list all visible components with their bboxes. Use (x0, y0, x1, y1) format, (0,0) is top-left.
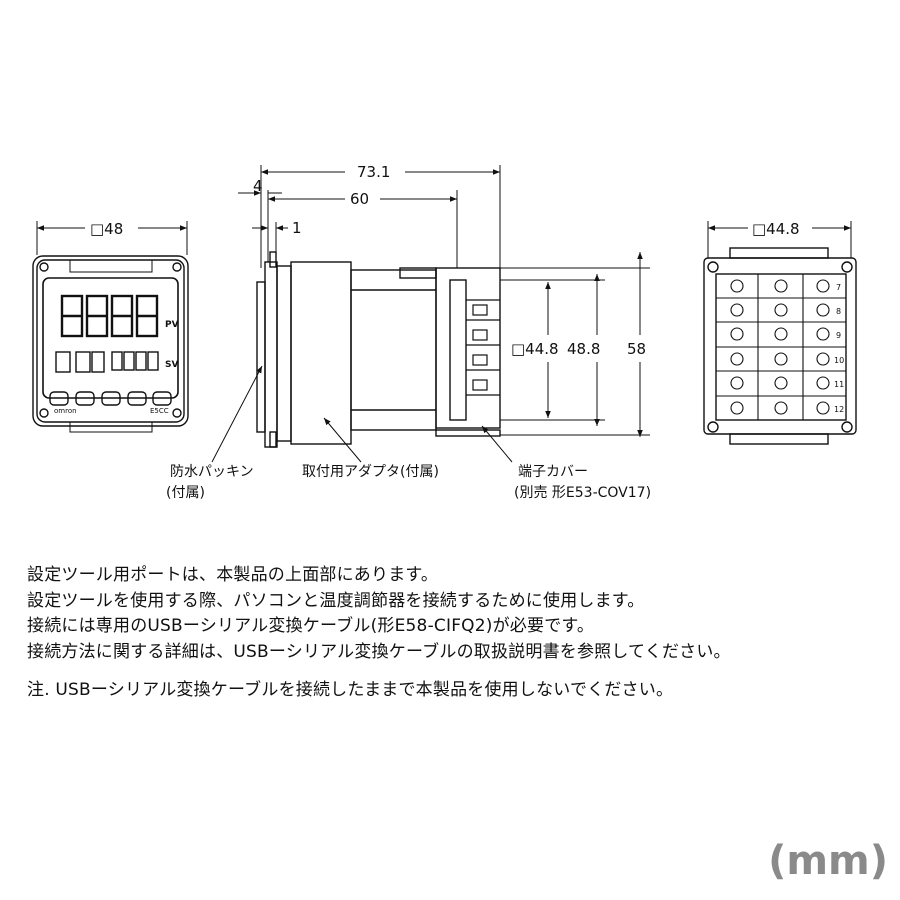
caution-note: 注. USBーシリアル変換ケーブルを接続したままで本製品を使用しないでください。 (27, 680, 674, 700)
note-line: 設定ツール用ポートは、本製品の上面部にあります。 (27, 565, 439, 585)
terminal-number: 11 (834, 380, 844, 389)
panel-dim: 1 (292, 219, 302, 237)
brand-label: omron (54, 407, 77, 415)
side-view (211, 165, 650, 463)
note-line: 接続には専用のUSBーシリアル変換ケーブル(形E58-CIFQ2)が必要です。 (27, 616, 595, 636)
terminal-numbers: 7 8 9 10 11 12 (834, 283, 844, 414)
terminal-number: 10 (834, 356, 844, 365)
pv-label: PV (165, 320, 179, 330)
gasket-callout-2: (付属) (166, 485, 205, 501)
mid-height-dim: 48.8 (567, 340, 600, 358)
body-depth-dim: 60 (350, 190, 369, 208)
terminal-number: 7 (836, 283, 841, 292)
total-height-dim: 58 (627, 340, 646, 358)
note-line: 設定ツールを使用する際、パソコンと温度調節器を接続するために使用します。 (27, 590, 645, 611)
model-label: E5CC (150, 407, 169, 415)
rear-view (703, 221, 857, 445)
inner-height-dim: □44.8 (511, 340, 559, 358)
rear-width-dim: □44.8 (752, 220, 800, 238)
terminal-number: 8 (836, 307, 841, 316)
dimension-drawing: □48 PV SV omron E5CC (32, 163, 857, 501)
terminal-number: 12 (834, 405, 844, 414)
unit-label: (mm) (768, 838, 888, 884)
gasket-dim: 4 (253, 177, 263, 195)
front-width-dim: □48 (90, 220, 123, 238)
cover-callout-2: (別売 形E53-COV17) (514, 485, 651, 501)
notes-block: 設定ツール用ポートは、本製品の上面部にあります。 設定ツールを使用する際、パソコ… (27, 563, 887, 704)
sv-label: SV (165, 360, 178, 370)
total-depth-dim: 73.1 (357, 163, 390, 181)
cover-callout-1: 端子カバー (518, 464, 588, 480)
adapter-callout: 取付用アダプタ(付属) (302, 464, 439, 480)
note-line: 接続方法に関する詳細は、USBーシリアル変換ケーブルの取扱説明書を参照してくださ… (27, 641, 731, 662)
front-view (32, 221, 189, 433)
terminal-number: 9 (836, 331, 841, 340)
gasket-callout-1: 防水パッキン (170, 464, 254, 480)
